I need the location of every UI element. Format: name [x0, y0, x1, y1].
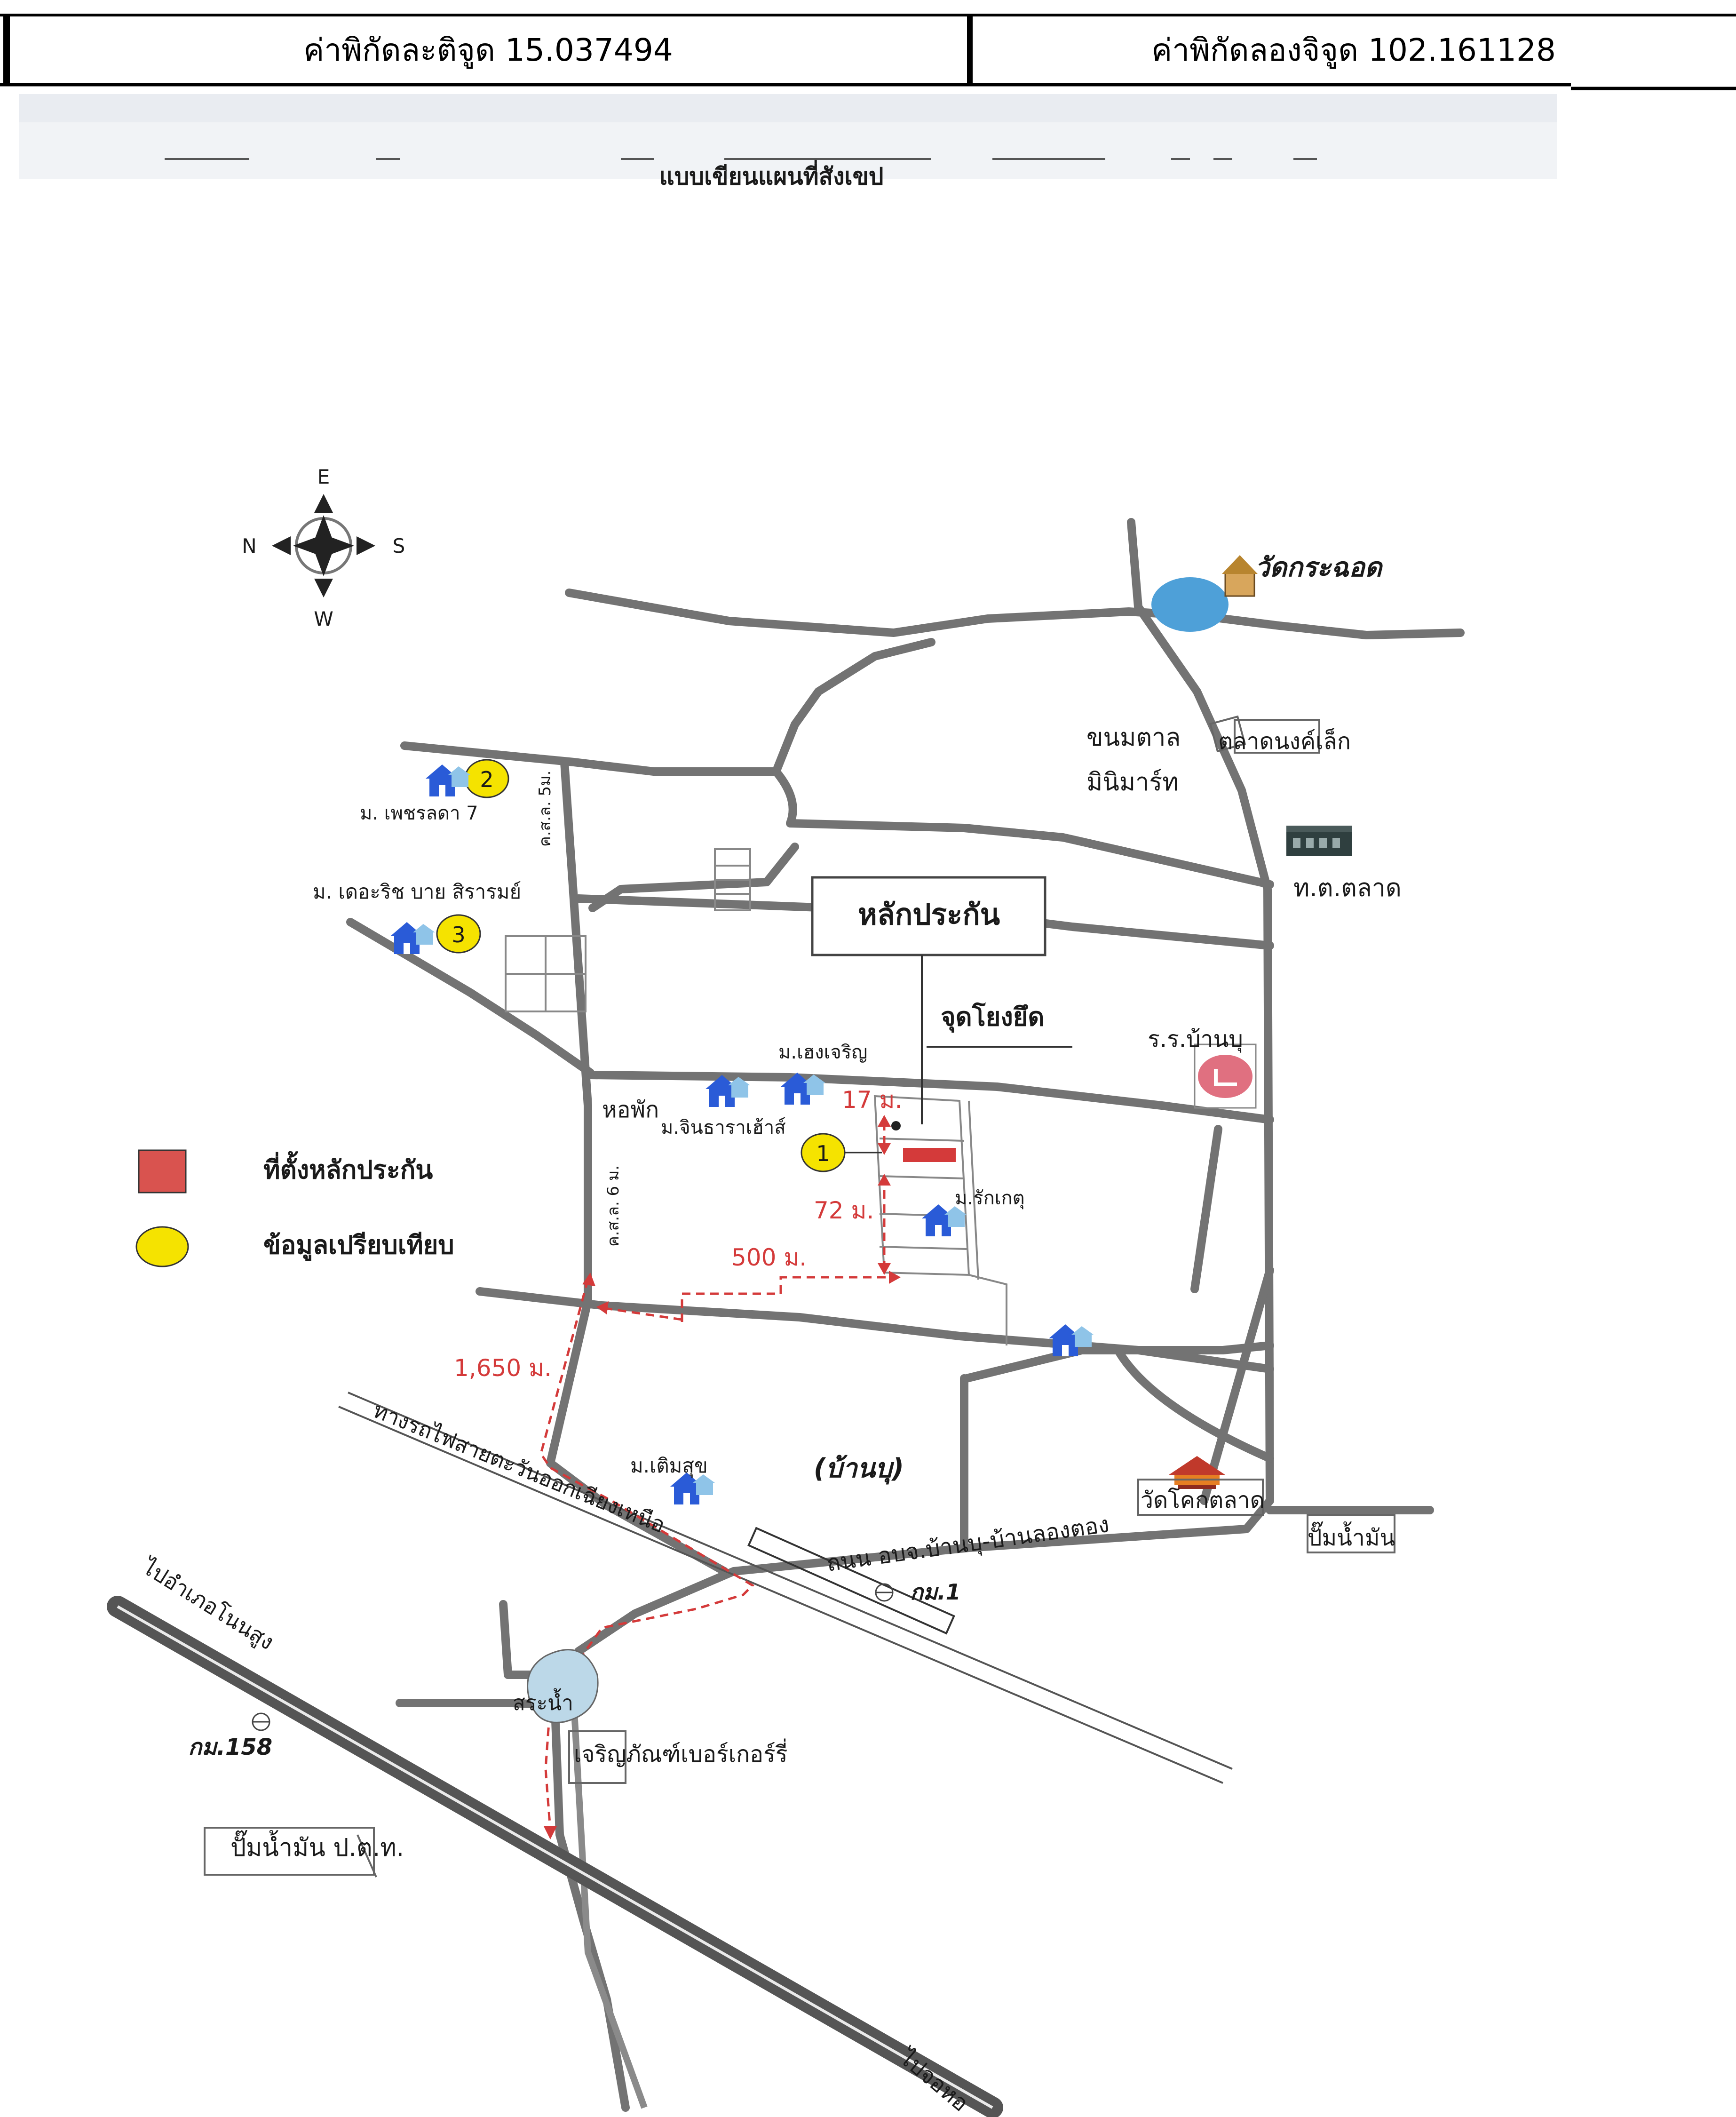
distance-1650m: 1,650 ม.	[454, 1354, 552, 1382]
marker-1: 1	[801, 1133, 882, 1172]
marker-1-number: 1	[816, 1141, 830, 1166]
school-icon	[1194, 1043, 1257, 1109]
pin-point-label: จุดโยงยึด	[941, 1002, 1044, 1033]
label-wat-khok: วัดโคกตลาด	[1141, 1487, 1265, 1513]
label-talat-nong-lek: ตลาดนงค์เล็ก	[1218, 728, 1351, 755]
house-icon	[670, 1472, 715, 1504]
label-bakery: เจริญภัณฑ์เบอร์เกอร์รี่	[574, 1738, 788, 1767]
label-boxes	[204, 715, 1395, 1878]
label-village-toem-suk: ม.เติมสุข	[630, 1454, 708, 1478]
railway-crossing	[747, 1527, 955, 1635]
distance-arrowheads	[544, 1115, 901, 1839]
road-mid-connector	[588, 843, 799, 912]
label-village-the-rich: ม. เดอะริช บาย สิรารมย์	[313, 880, 521, 903]
house-icon	[426, 764, 470, 796]
label-minimart: มินิมาร์ท	[1086, 768, 1179, 796]
label-gas-station: ปั๊มน้ำมัน	[1308, 1521, 1395, 1551]
latitude-cell: ค่าพิกัดละติจูด 15.037494	[303, 32, 673, 68]
collateral-callout-text: หลักประกัน	[858, 897, 1000, 931]
pond-wat	[1151, 577, 1229, 632]
marker-2-number: 2	[480, 767, 493, 792]
road-heng-charoen	[586, 1071, 1274, 1124]
scan-band-top	[19, 94, 1557, 122]
distance-17m: 17 ม.	[842, 1086, 902, 1114]
label-railway: ทางรถไฟสายตะวันออกเฉียงเหนือ	[370, 1397, 669, 1538]
coordinate-table-lines	[0, 14, 1736, 90]
house-icon	[705, 1075, 750, 1107]
road-central-1	[772, 767, 1274, 889]
main-road	[551, 518, 1274, 2112]
compass-south: S	[393, 534, 405, 557]
label-village-raksakul: ม.รักเกตุ	[955, 1187, 1025, 1210]
temple-icon	[1224, 571, 1255, 597]
longitude-cell: ค่าพิกัดลองจิจูด 102.161128	[1151, 32, 1556, 68]
label-pond: สระน้ำ	[513, 1688, 573, 1715]
compass-west: W	[314, 607, 333, 630]
label-village-phetcharada: ม. เพชรลดา 7	[360, 803, 478, 824]
road-tail	[571, 1703, 648, 2109]
road-school	[1190, 1125, 1222, 1293]
marker-3-number: 3	[452, 922, 465, 947]
label-road-ksk6: ค.ส.ล. 6 ม.	[604, 1165, 623, 1247]
railway-lines	[338, 1392, 1233, 1784]
compass-north: N	[242, 534, 256, 557]
pin-point-dot	[891, 1121, 901, 1130]
distance-500m: 500 ม.	[731, 1244, 807, 1271]
marker-3: 3	[436, 914, 481, 954]
house-icons	[390, 764, 1094, 1504]
label-km1: กม.1	[910, 1579, 961, 1605]
road-sw-3	[1115, 1348, 1274, 1463]
house-icon	[390, 922, 435, 954]
label-km158: กม.158	[188, 1734, 272, 1760]
label-dormitory: หอพัก	[602, 1097, 659, 1123]
roads	[346, 518, 1465, 2112]
temple-roof	[1222, 555, 1258, 574]
label-khanom-tal: ขนมตาล	[1086, 724, 1181, 752]
label-road-ksk5: ค.ส.ล. 5ม.	[536, 771, 555, 847]
road-north-arc	[400, 741, 780, 776]
legend-comparison-label: ข้อมูลเปรียบเทียบ	[263, 1230, 454, 1261]
road-school-2	[1200, 1266, 1274, 1505]
label-wat-kraduad: วัดกระฉอด	[1255, 552, 1384, 583]
legend: ที่ตั้งหลักประกัน ข้อมูลเปรียบเทียบ	[135, 1149, 454, 1267]
tt-talat-building-icon	[1286, 826, 1352, 856]
label-village-jintara: ม.จินธาราเฮ้าส์	[661, 1117, 786, 1138]
pond-bakery	[527, 1649, 599, 1723]
marker-2: 2	[464, 759, 509, 798]
highway	[107, 1596, 1003, 2117]
label-ptt-station: ปั๊มน้ำมัน ป.ต.ท.	[230, 1830, 404, 1862]
collateral-red-plot	[903, 1148, 956, 1162]
road-southern	[476, 1287, 1274, 1373]
map-title: แบบเขียนแผนที่สังเขป	[659, 160, 883, 190]
house-icon	[781, 1073, 825, 1105]
label-tt-talat: ท.ต.ตลาด	[1293, 874, 1402, 902]
house-icon	[1049, 1324, 1094, 1356]
label-school: ร.ร.บ้านบุ	[1148, 1026, 1243, 1053]
compass-rose: E W N S	[242, 465, 405, 630]
label-ban-bu: (บ้านบุ)	[814, 1453, 904, 1485]
northern-road	[565, 589, 1465, 639]
distance-72m: 72 ม.	[814, 1197, 874, 1224]
legend-yellow-circle	[135, 1226, 189, 1267]
road-the-rich	[346, 918, 595, 1077]
coordinate-header: ค่าพิกัดละติจูด 15.037494 ค่าพิกัดลองจิจ…	[0, 0, 1736, 94]
plot-subdivisions	[505, 848, 1007, 1345]
legend-collateral-label: ที่ตั้งหลักประกัน	[263, 1151, 433, 1185]
road-ksk6	[546, 758, 729, 1576]
road-central-2	[772, 638, 935, 776]
house-icon	[922, 1204, 967, 1236]
compass-east: E	[317, 465, 330, 488]
place-labels: ขนมตาล มินิมาร์ท ตลาดนงค์เล็ก ท.ต.ตลาด ร…	[136, 724, 1401, 2117]
label-village-heng-charoen: ม.เฮงเจริญ	[778, 1042, 867, 1063]
legend-red-square	[138, 1149, 187, 1194]
callout-collateral: หลักประกัน	[811, 876, 1046, 1124]
